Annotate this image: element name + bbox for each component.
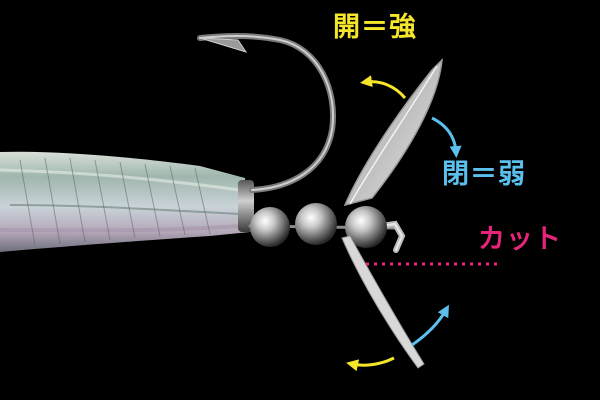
- close-weak-label: 閉＝弱: [442, 159, 526, 190]
- close-arrow-lower: [411, 304, 449, 347]
- bead: [295, 203, 337, 245]
- hook: [197, 33, 336, 193]
- bead: [250, 207, 290, 247]
- open-strong-label: 開＝強: [333, 12, 417, 43]
- close-arrow-upper: [431, 116, 462, 158]
- cut-label: カット: [478, 224, 562, 255]
- open-arrow-upper: [360, 75, 407, 99]
- open-arrow-lower: [346, 356, 395, 372]
- bead: [345, 206, 387, 248]
- lure-body: [0, 151, 254, 252]
- spinner-blades: [341, 57, 443, 369]
- beads: [250, 203, 387, 248]
